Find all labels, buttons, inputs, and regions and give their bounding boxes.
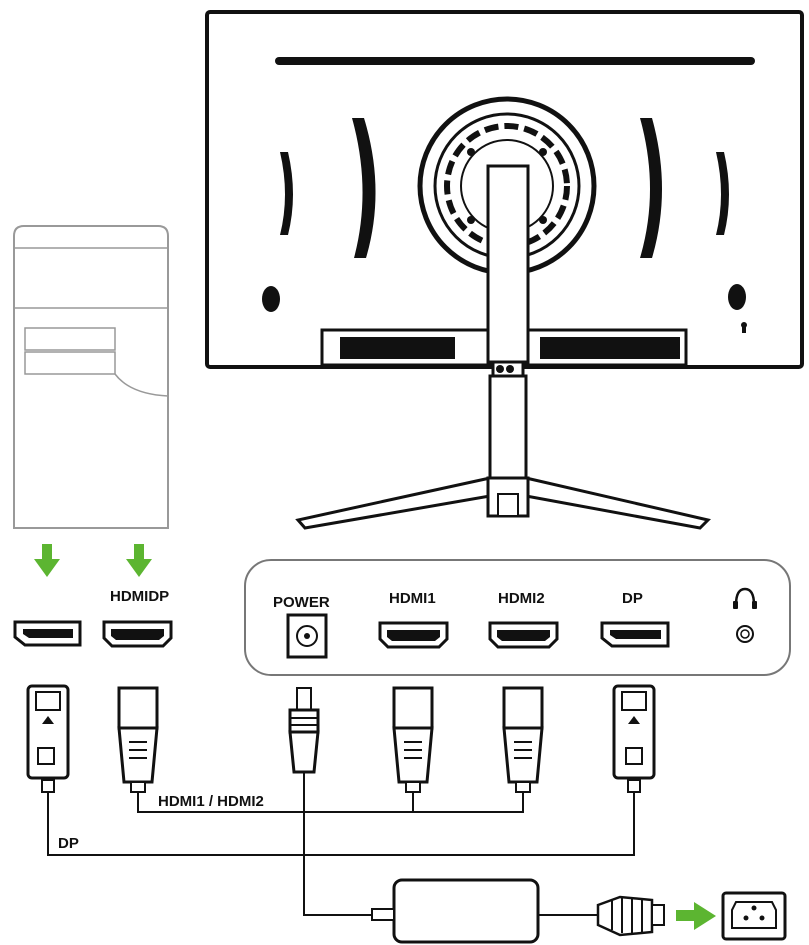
down-arrow-icon (126, 544, 152, 577)
hdmi1-port (378, 621, 449, 649)
dp-connector (26, 684, 70, 793)
monitor-dp-port (600, 621, 670, 648)
hdmi-cable (137, 792, 524, 813)
monitor-rear (205, 10, 804, 530)
wall-outlet (721, 891, 787, 941)
dp-port-label: DP (622, 590, 643, 607)
hdmi2-port-label: HDMI2 (498, 590, 545, 607)
dp-connector (612, 684, 656, 793)
monitor-io-panel: POWER HDMI1 HDMI2 DP (244, 559, 791, 676)
pc-ports-label: HDMIDP (110, 588, 169, 605)
ac-plug (596, 895, 665, 937)
power-plug (288, 687, 320, 774)
hdmi2-port (488, 621, 559, 649)
dp-cable (47, 792, 635, 856)
right-arrow-icon (676, 902, 716, 930)
hdmi-connector (117, 686, 159, 793)
pc-hdmi-port (102, 620, 173, 648)
down-arrow-icon (34, 544, 60, 577)
hdmi1-connector (392, 686, 434, 793)
hdmi1-port-label: HDMI1 (389, 590, 436, 607)
power-port-label: POWER (273, 594, 330, 611)
power-jack (286, 613, 328, 659)
power-cable (303, 772, 372, 916)
power-adapter (371, 878, 598, 944)
hdmi2-connector (502, 686, 544, 793)
pc-dp-port (13, 620, 82, 647)
pc-tower (13, 225, 169, 529)
hdmi-cable-label: HDMI1 / HDMI2 (158, 793, 264, 810)
headphone-icon (733, 587, 757, 609)
dp-cable-label: DP (58, 835, 79, 852)
